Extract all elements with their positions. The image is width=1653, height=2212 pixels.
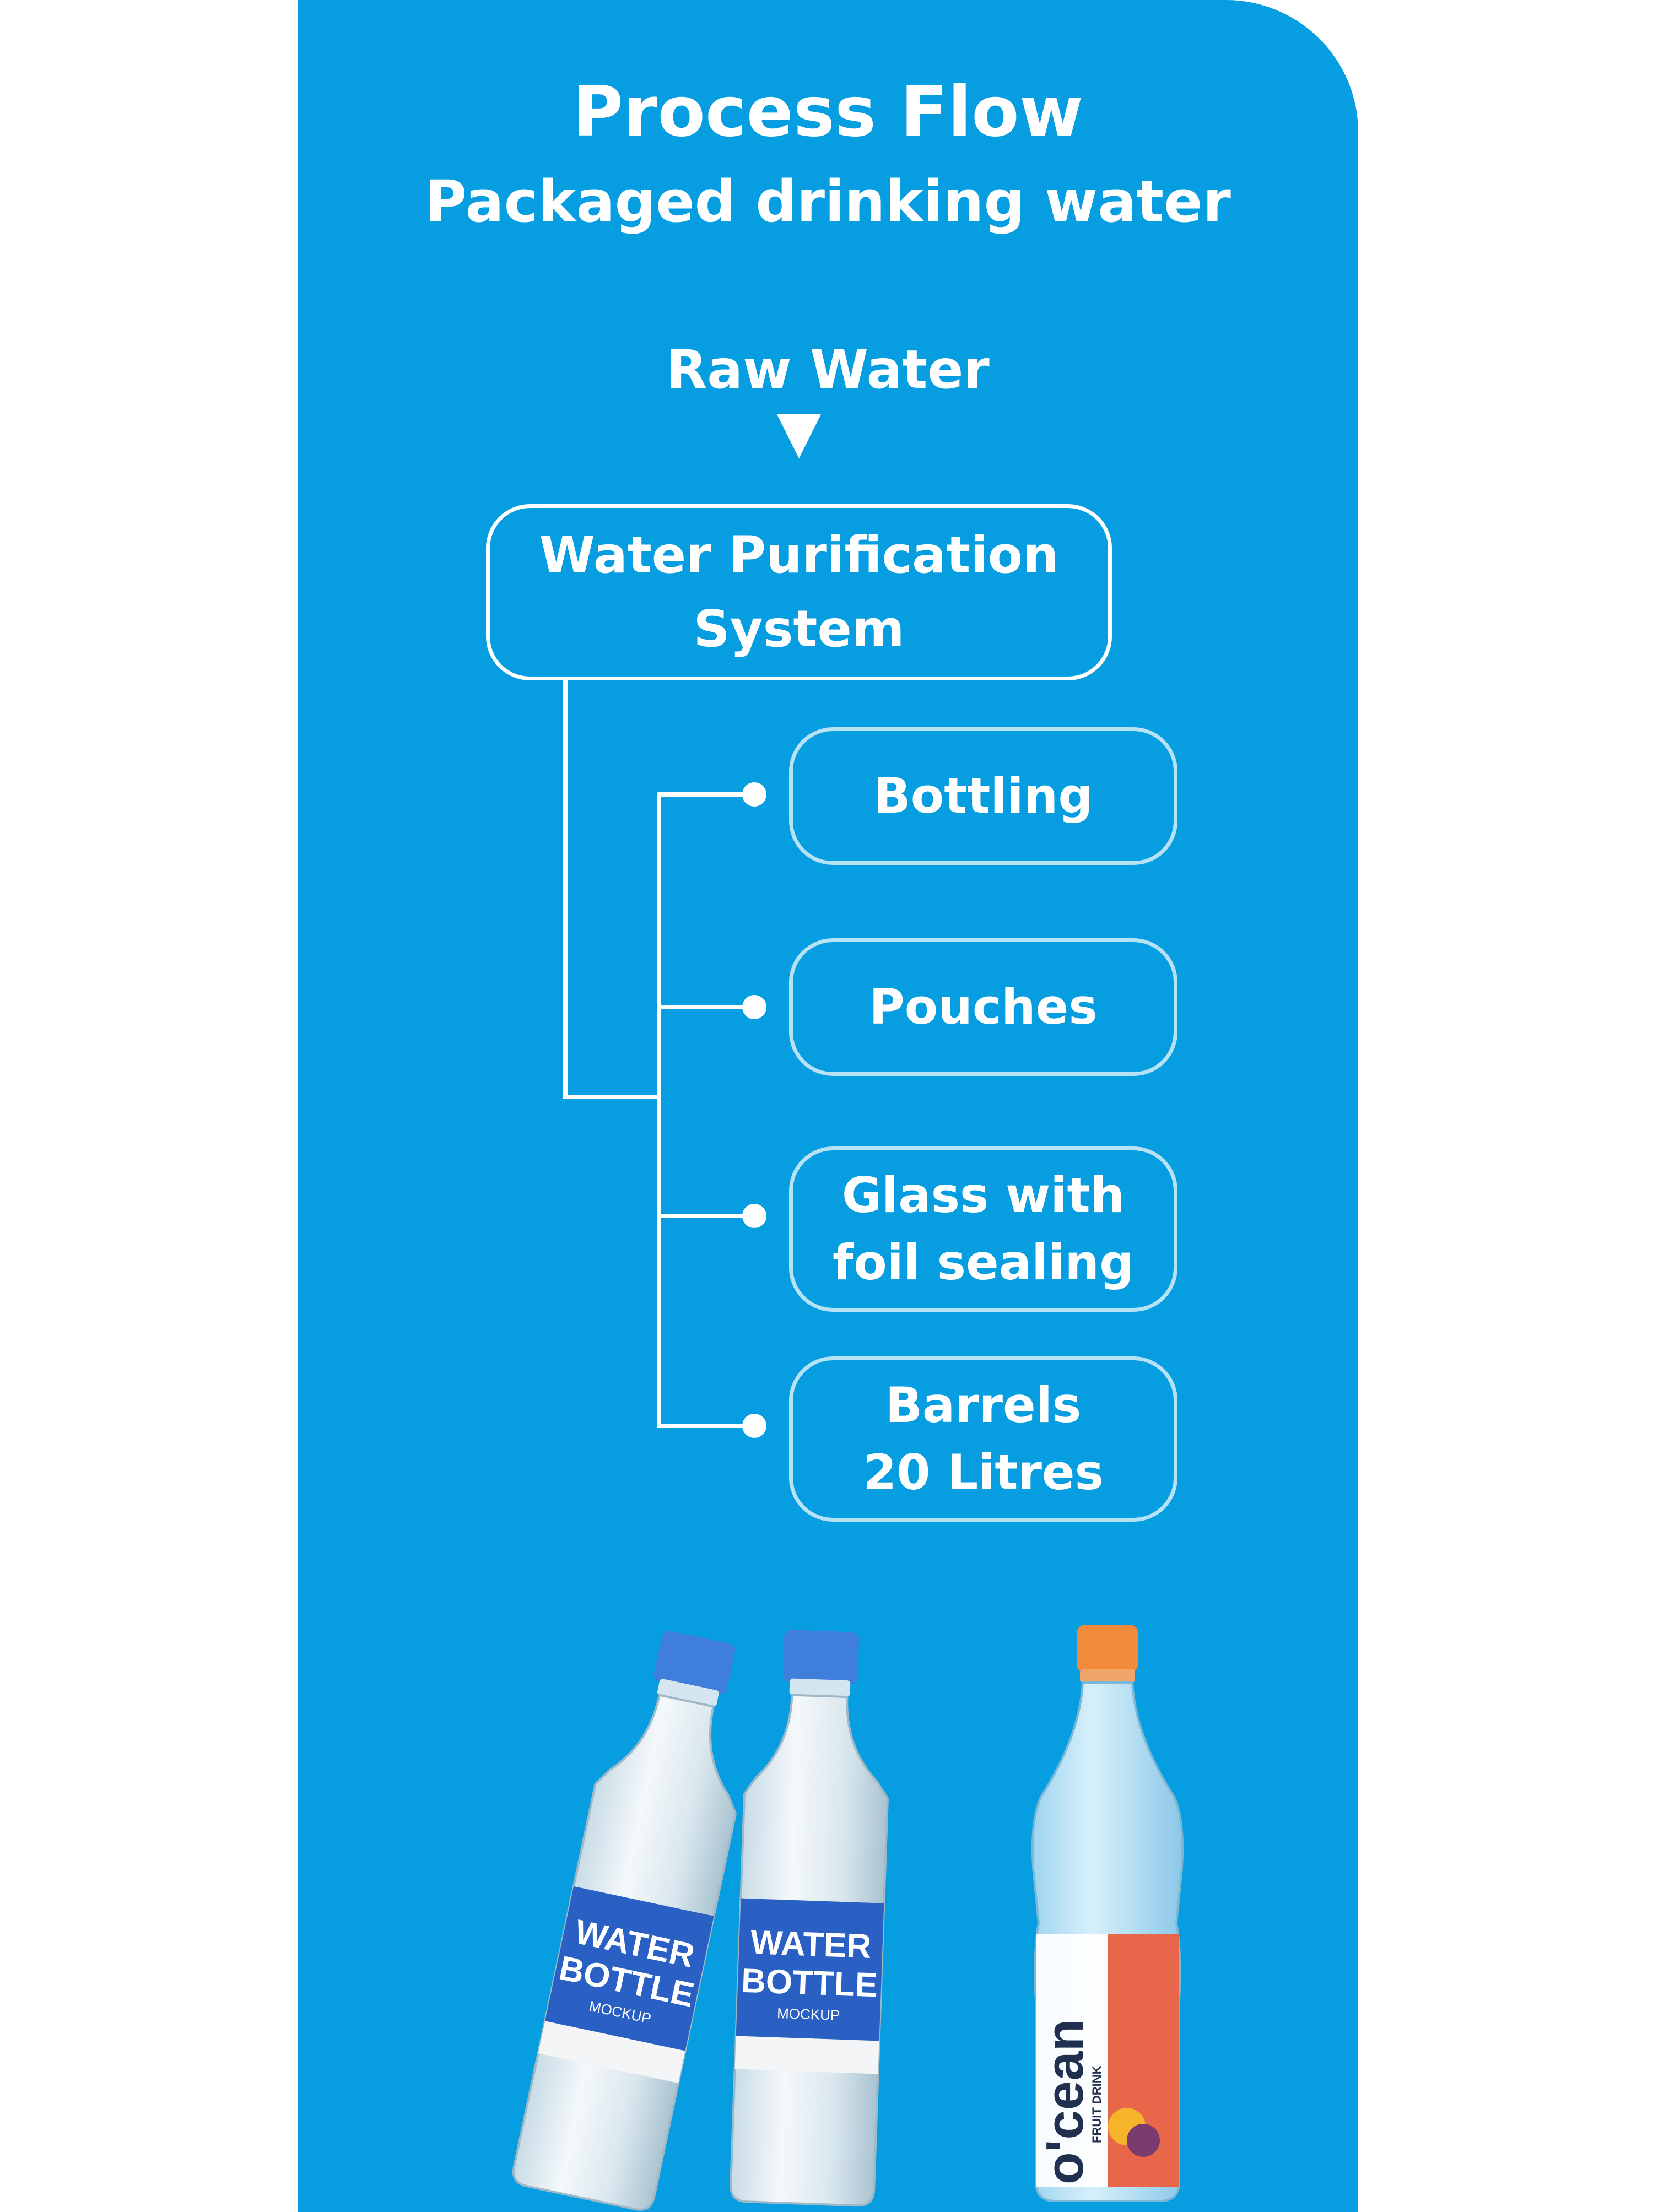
connector-branch-2 bbox=[657, 1005, 754, 1009]
connector-branch-4 bbox=[657, 1424, 754, 1428]
connector-dot-1 bbox=[742, 782, 766, 807]
output-barrels: Barrels 20 Litres bbox=[789, 1356, 1177, 1522]
output-glass-foil: Glass with foil sealing bbox=[789, 1146, 1177, 1312]
bottle-label-bottle-2: BOTTLE bbox=[741, 1962, 878, 2005]
connector-branch-1 bbox=[657, 792, 754, 797]
water-bottle-middle: WATER BOTTLE MOCKUP bbox=[730, 1630, 889, 2207]
connector-dot-2 bbox=[742, 995, 766, 1019]
diagram-title: Process Flow bbox=[572, 71, 1084, 152]
diagram-subtitle: Packaged drinking water bbox=[425, 168, 1231, 235]
water-bottle-left: WATER BOTTLE MOCKUP bbox=[512, 1631, 737, 2211]
connector-dot-4 bbox=[742, 1414, 766, 1438]
connector-trunk bbox=[657, 792, 661, 1427]
connector-across bbox=[563, 1095, 661, 1099]
bottle-label-mockup-2: MOCKUP bbox=[777, 2005, 840, 2024]
down-arrow-icon bbox=[777, 414, 821, 458]
bottles-illustration: WATER BOTTLE MOCKUP WATER BOTTLE MOCKUP … bbox=[512, 1625, 1184, 2211]
bottle-label-water-2: WATER bbox=[750, 1923, 872, 1966]
ocean-fruit-drink-bottle: o'cean FRUIT DRINK bbox=[1031, 1625, 1184, 2202]
purification-system-box: Water Purification System bbox=[486, 504, 1112, 680]
connector-branch-3 bbox=[657, 1214, 754, 1218]
raw-water-label: Raw Water bbox=[666, 339, 990, 401]
output-pouches: Pouches bbox=[789, 938, 1177, 1076]
ocean-brand-text: o'cean bbox=[1035, 2019, 1094, 2184]
ocean-brand-sub: FRUIT DRINK bbox=[1090, 2065, 1104, 2143]
connector-dot-3 bbox=[742, 1204, 766, 1228]
connector-down bbox=[563, 679, 568, 1099]
output-bottling: Bottling bbox=[789, 727, 1177, 865]
